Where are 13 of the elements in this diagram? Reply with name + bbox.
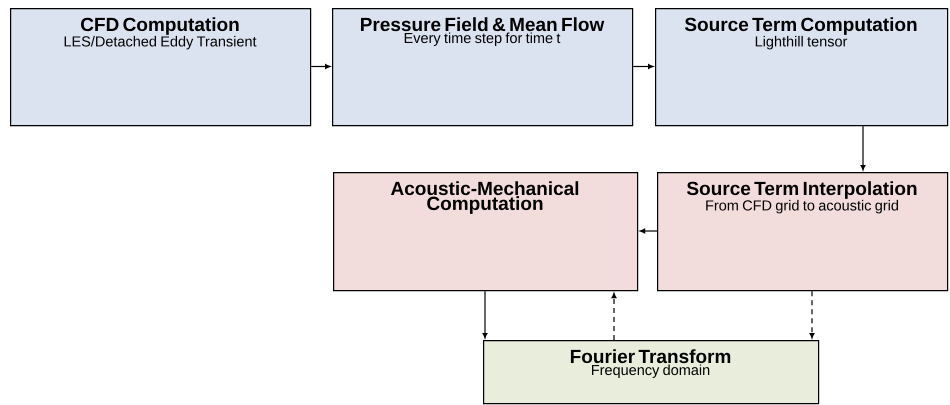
arrow [482,291,488,338]
arrow [311,64,330,69]
arrow [612,292,616,340]
arrow [810,291,814,338]
arrow [633,64,654,69]
arrow [860,126,866,170]
arrow [640,228,657,234]
process-box: CFD Computation LES/Detached Eddy Transient [10,8,312,126]
process-box: Acoustic-Mechanical Computation [333,172,638,292]
process-box: Source Term Computation Lighthill tensor [655,8,948,126]
process-box: Pressure Field & Mean Flow Every time step for time t [332,8,634,126]
process-box: Source Term Interpolation From CFD grid to acoustic grid [657,172,948,292]
process-box: Fourier Transform Frequency domain [483,340,820,404]
